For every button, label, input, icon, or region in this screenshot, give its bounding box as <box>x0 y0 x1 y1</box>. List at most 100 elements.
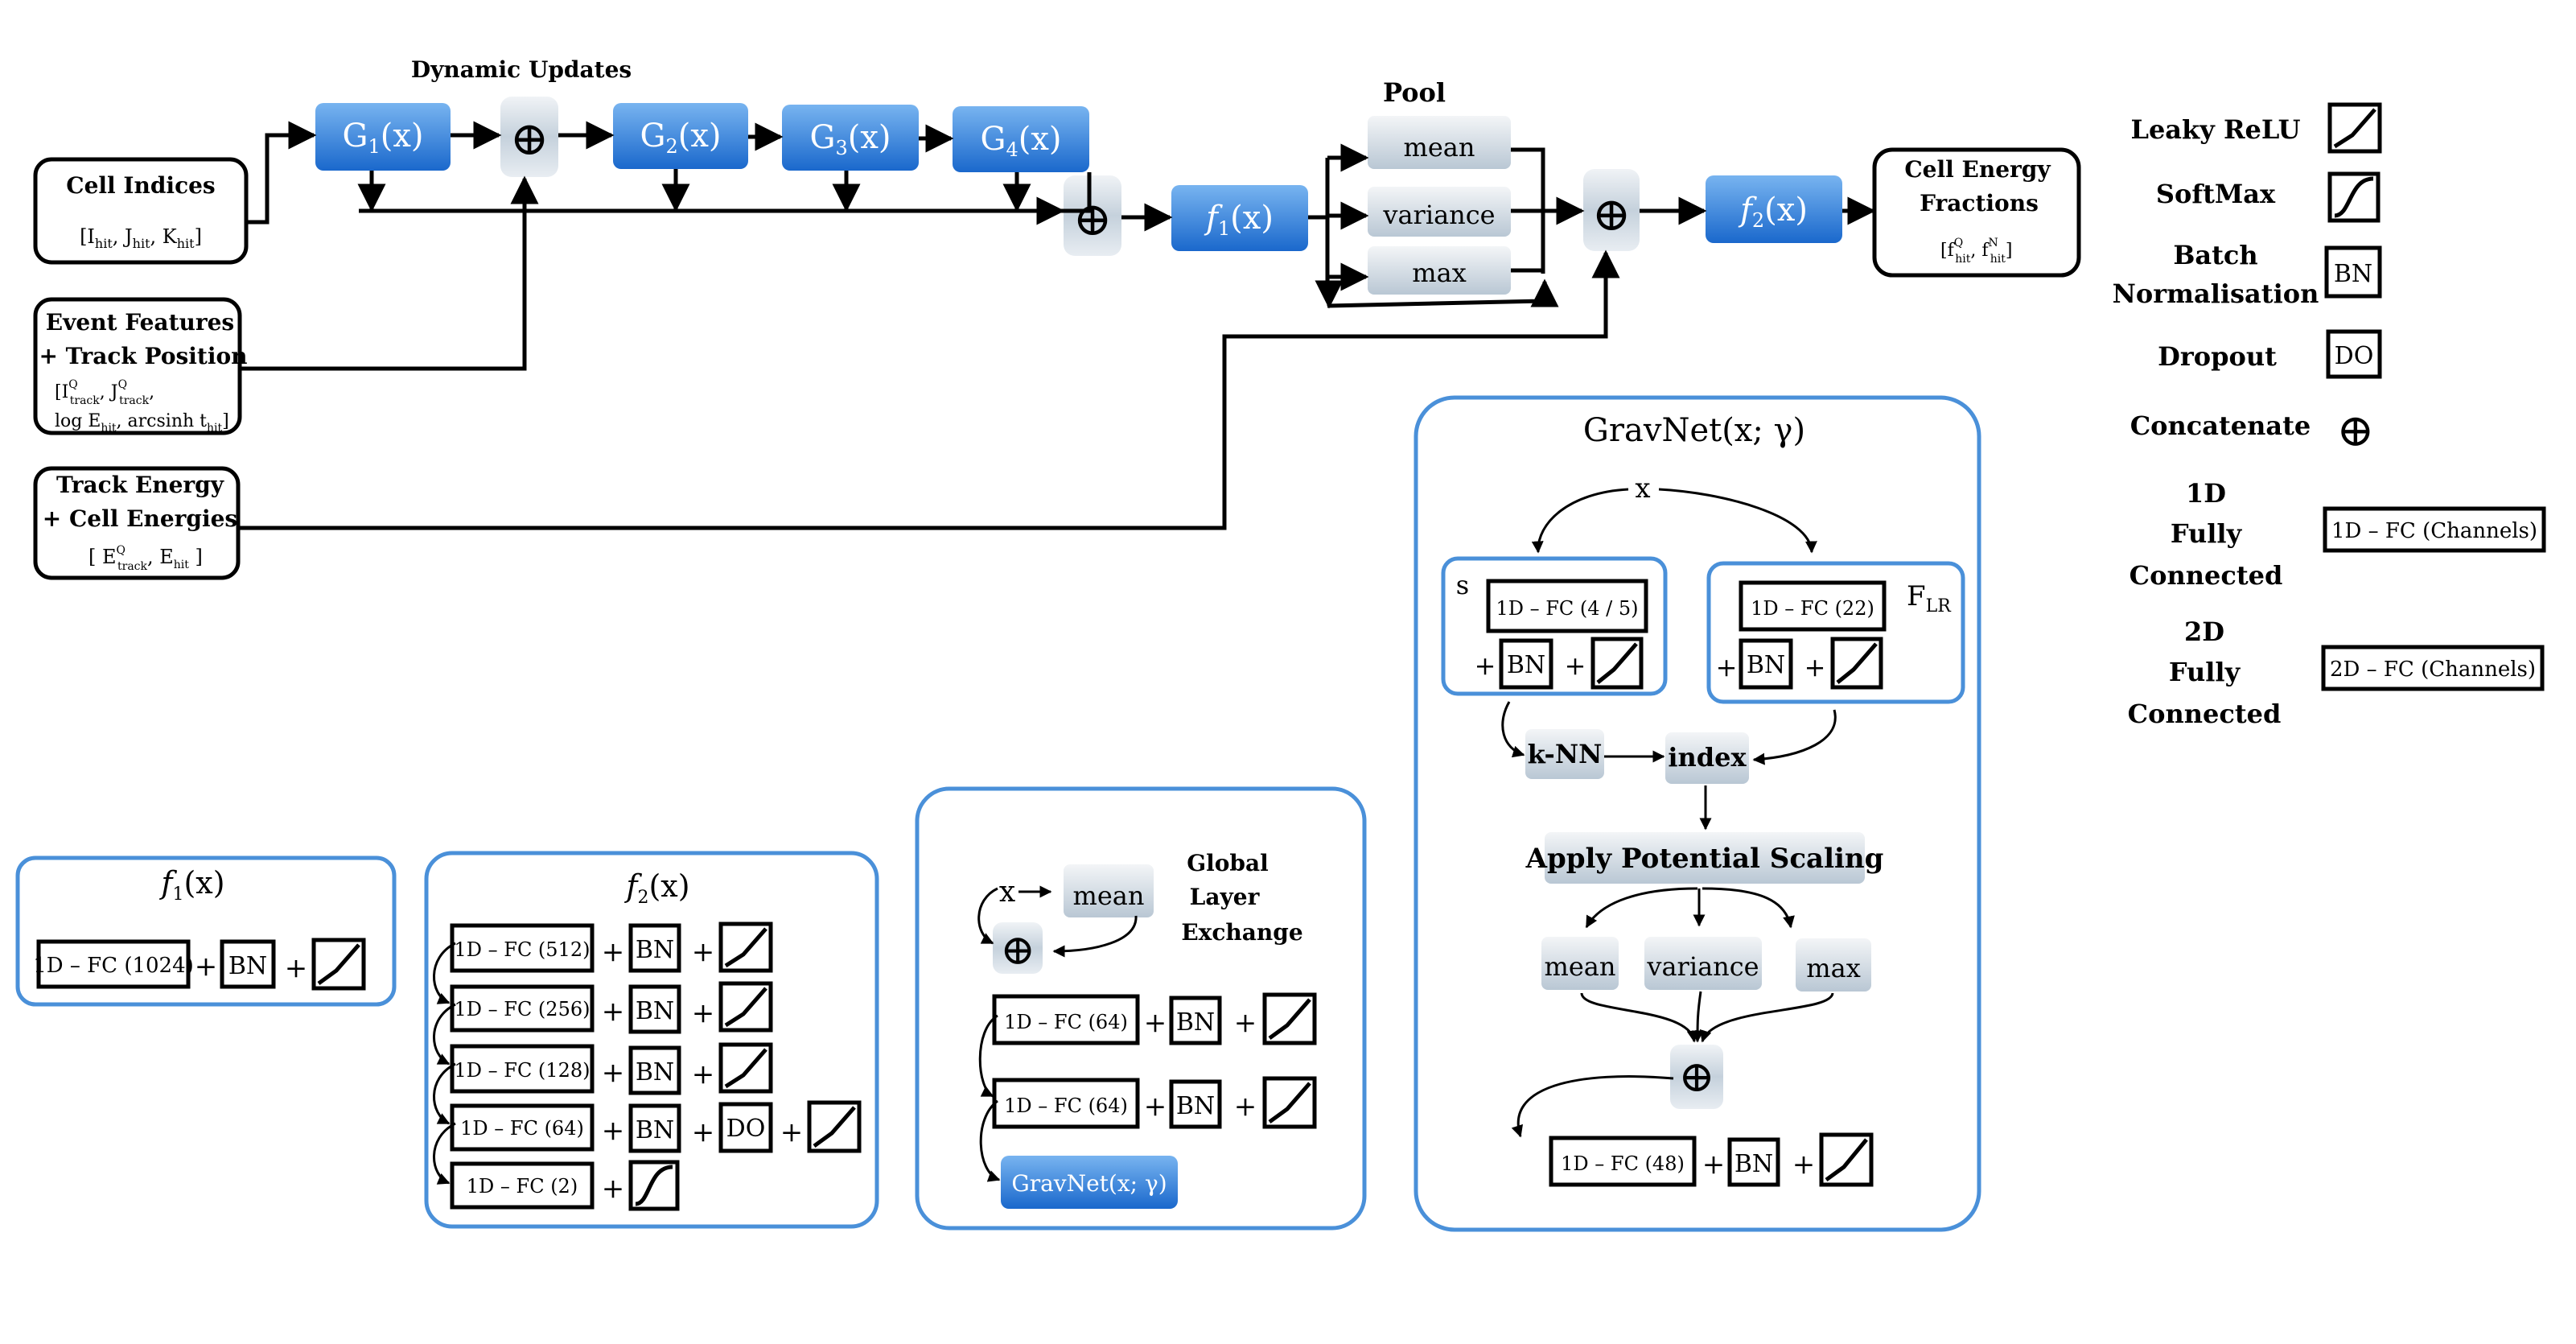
svg-text:max: max <box>1412 258 1466 288</box>
svg-text:+: + <box>602 996 625 1028</box>
f2-row-2: 1D – FC (256) + BN + <box>450 981 773 1034</box>
svg-text:+: + <box>602 1057 625 1089</box>
svg-text:1D – FC (48): 1D – FC (48) <box>1561 1152 1685 1175</box>
f1-panel: f1(x) 1D – FC (1024) + BN + <box>15 855 397 1007</box>
output-line1: Cell Energy <box>1904 156 2051 183</box>
svg-text:G4(x): G4(x) <box>980 121 1061 161</box>
legend-bn-label-1: Batch <box>2173 240 2257 270</box>
gle-label-1: Global <box>1187 850 1269 876</box>
svg-text:mean: mean <box>1404 132 1475 163</box>
svg-text:+: + <box>1792 1148 1816 1181</box>
svg-text:+: + <box>602 936 625 968</box>
svg-text:index: index <box>1668 742 1747 773</box>
svg-text:BN: BN <box>1176 1008 1215 1037</box>
svg-text:DO: DO <box>2335 342 2374 370</box>
cell-indices-title: Cell Indices <box>66 172 215 199</box>
svg-text:BN: BN <box>2334 260 2372 288</box>
gravnet-title: GravNet(x; γ) <box>1583 412 1805 449</box>
f2-row-4: 1D – FC (64) + BN + DO + <box>450 1100 862 1153</box>
f1-fc: 1D – FC (1024) <box>33 954 194 978</box>
gravnet-out-row: 1D – FC (48) + BN + <box>1549 1132 1874 1187</box>
pool-label: Pool <box>1383 77 1446 108</box>
legend-fc2-l2: Fully <box>2169 657 2241 687</box>
svg-text:+: + <box>1234 1007 1257 1039</box>
svg-text:⊕: ⊕ <box>1678 1051 1714 1102</box>
svg-text:1D – FC (512): 1D – FC (512) <box>455 938 591 961</box>
f2-row-1: 1D – FC (512) + BN + <box>450 921 773 973</box>
gle-label-2: Layer <box>1190 884 1261 910</box>
pool-variance: variance <box>1368 187 1511 237</box>
legend-softmax-label: SoftMax <box>2156 179 2276 209</box>
svg-text:+: + <box>602 1115 625 1147</box>
pool-max: max <box>1368 246 1511 295</box>
track-energy-line2: + Cell Energies <box>43 505 237 532</box>
legend: Leaky ReLU SoftMax Batch Normalisation B… <box>2113 102 2546 729</box>
svg-text:+: + <box>692 1116 715 1148</box>
svg-text:⊕: ⊕ <box>510 111 549 166</box>
f1-panel-title: f1(x) <box>158 865 224 905</box>
svg-text:1D – FC (64): 1D – FC (64) <box>460 1117 584 1140</box>
concat-node-2: ⊕ <box>1064 175 1121 256</box>
g3-block: G3(x) <box>782 105 919 171</box>
svg-text:+: + <box>780 1116 804 1148</box>
svg-text:+: + <box>692 1058 715 1090</box>
svg-text:BN: BN <box>636 997 674 1025</box>
svg-text:+: + <box>692 997 715 1029</box>
svg-text:1D – FC (4 / 5): 1D – FC (4 / 5) <box>1496 597 1638 620</box>
fc2-legend-box: 2D – FC (Channels) <box>2321 645 2545 691</box>
svg-text:1D – FC (64): 1D – FC (64) <box>1004 1095 1128 1117</box>
legend-fc1-l1: 1D <box>2186 478 2226 509</box>
gravnet-knn: k-NN <box>1525 729 1604 779</box>
gravnet-x: x <box>1635 472 1650 505</box>
gravnet-flr-box: 1D – FC (22) FLR + BN + <box>1706 561 1965 704</box>
svg-text:⊕: ⊕ <box>1592 187 1632 241</box>
svg-text:+: + <box>692 936 715 968</box>
svg-text:+: + <box>602 1173 625 1205</box>
svg-text:BN: BN <box>1507 651 1545 679</box>
svg-text:BN: BN <box>1176 1092 1215 1120</box>
gle-x: x <box>999 876 1015 909</box>
svg-text:variance: variance <box>1646 951 1759 982</box>
f2-panel: f2(x) 1D – FC (512) + BN + 1D – FC (256)… <box>424 851 879 1229</box>
svg-text:+: + <box>1716 652 1738 682</box>
svg-text:mean: mean <box>1545 951 1616 982</box>
legend-concat-label: Concatenate <box>2130 410 2311 441</box>
svg-text:+: + <box>1565 650 1586 681</box>
svg-text:BN: BN <box>1734 1150 1773 1178</box>
dropout-icon: DO <box>2326 329 2382 379</box>
gle-label-3: Exchange <box>1181 919 1302 946</box>
svg-text:Apply Potential Scaling: Apply Potential Scaling <box>1525 843 1884 875</box>
legend-fc1-l3: Connected <box>2130 560 2283 591</box>
svg-text:2D – FC (Channels): 2D – FC (Channels) <box>2330 658 2536 682</box>
f1-leaky-relu-icon <box>311 938 366 991</box>
f2-row-5: 1D – FC (2) + <box>450 1160 680 1211</box>
leaky-relu-icon <box>2327 102 2382 154</box>
dynamic-updates-label: Dynamic Updates <box>411 56 632 83</box>
f2-skip-arrows <box>433 942 456 1185</box>
global-exchange-panel: x mean Global Layer Exchange ⊕ 1D – FC (… <box>915 786 1367 1231</box>
cell-indices-box: Cell Indices [Ihit, Jhit, Khit] <box>33 157 249 265</box>
svg-text:G1(x): G1(x) <box>342 117 423 158</box>
svg-text:1D – FC (64): 1D – FC (64) <box>1004 1011 1128 1033</box>
main-connectors <box>238 121 1876 530</box>
legend-fc1-l2: Fully <box>2171 518 2243 549</box>
gle-gravnet-block: GravNet(x; γ) <box>1001 1156 1178 1209</box>
bn-icon: BN <box>2324 245 2382 299</box>
concat-node-1: ⊕ <box>500 97 558 177</box>
gravnet-index: index <box>1665 732 1749 784</box>
svg-text:f1(x): f1(x) <box>1204 200 1274 240</box>
gravnet-pool-variance: variance <box>1644 937 1762 990</box>
svg-text:variance: variance <box>1382 200 1495 230</box>
concat-icon: ⊕ <box>2337 405 2375 457</box>
svg-text:+: + <box>285 952 308 984</box>
event-features-line1: Event Features <box>46 309 234 336</box>
main-flow: Dynamic Updates Pool Cell Indices [Ihit,… <box>33 56 2081 580</box>
gravnet-s-box: s 1D – FC (4 / 5) + BN + <box>1441 556 1668 696</box>
svg-text:+: + <box>1144 1007 1167 1039</box>
gle-row-2: 1D – FC (64) + BN + <box>992 1076 1317 1129</box>
svg-text:+: + <box>1702 1148 1726 1181</box>
